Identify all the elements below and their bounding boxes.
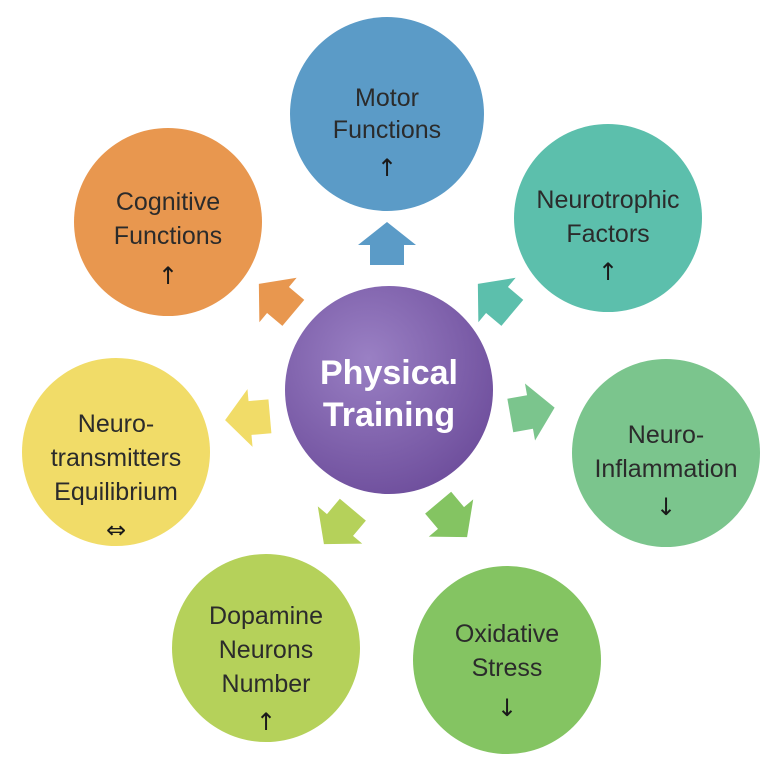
- neurotrophic-label-line1: Neurotrophic: [536, 186, 679, 214]
- increase-arrow-icon: ↑: [158, 262, 178, 290]
- arrow-dopamine: [317, 498, 366, 545]
- neurotransmitters-label-line3: Equilibrium: [54, 478, 178, 506]
- neurotransmitters-label-line2: transmitters: [51, 444, 182, 472]
- node-inflammation: Neuro- Inflammation ↓: [572, 359, 760, 547]
- neurotrophic-label-line2: Factors: [566, 220, 649, 248]
- oxidative-label-line1: Oxidative: [455, 620, 559, 648]
- cognitive-label-line1: Cognitive: [116, 188, 220, 216]
- increase-arrow-icon: ↑: [598, 258, 618, 286]
- arrow-motor: [358, 222, 416, 265]
- center-label-line1: Physical: [320, 354, 458, 392]
- node-dopamine: Dopamine Neurons Number ↑: [172, 554, 360, 742]
- decrease-arrow-icon: ↓: [656, 493, 676, 521]
- inflammation-label-line1: Neuro-: [628, 421, 704, 449]
- center-label-line2: Training: [323, 396, 455, 434]
- motor-label-line2: Functions: [333, 116, 441, 144]
- node-oxidative: Oxidative Stress ↓: [413, 566, 601, 754]
- dopamine-label-line3: Number: [222, 670, 311, 698]
- dopamine-label-line2: Neurons: [219, 636, 314, 664]
- node-cognitive: Cognitive Functions ↑: [74, 128, 262, 316]
- arrow-oxidative: [425, 491, 474, 538]
- increase-arrow-icon: ↑: [377, 154, 397, 182]
- node-neurotransmitters: Neuro- transmitters Equilibrium ⇔: [22, 358, 210, 546]
- decrease-arrow-icon: ↓: [497, 694, 517, 722]
- arrow-inflammation: [507, 383, 555, 441]
- increase-arrow-icon: ↑: [256, 708, 276, 736]
- neurotransmitters-label-line1: Neuro-: [78, 410, 154, 438]
- node-neurotrophic: Neurotrophic Factors ↑: [514, 124, 702, 312]
- oxidative-label-line2: Stress: [472, 654, 543, 682]
- cognitive-label-line2: Functions: [114, 222, 222, 250]
- node-center: Physical Training: [285, 286, 493, 494]
- equilibrium-arrow-icon: ⇔: [106, 516, 126, 544]
- arrow-cognitive: [258, 277, 305, 326]
- arrow-neurotrophic: [477, 277, 524, 326]
- dopamine-label-line1: Dopamine: [209, 602, 323, 630]
- inflammation-label-line2: Inflammation: [594, 455, 737, 483]
- motor-label-line1: Motor: [355, 84, 419, 112]
- arrow-neurotransmitters: [225, 389, 272, 447]
- node-motor: Motor Functions ↑: [290, 17, 484, 211]
